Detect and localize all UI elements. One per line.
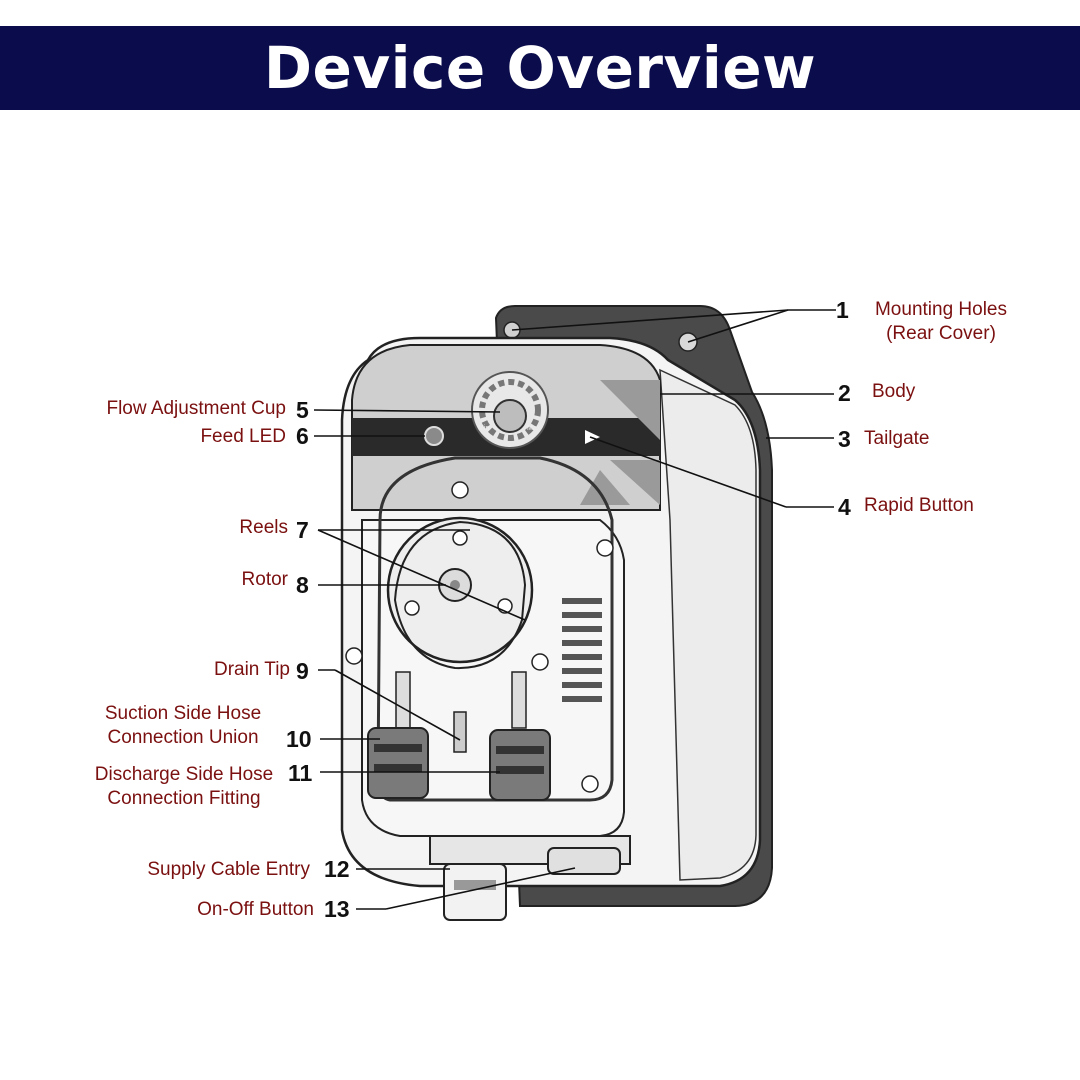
- rapid-button: [585, 430, 600, 444]
- feed-led: [424, 426, 444, 446]
- discharge-fitting: [489, 729, 551, 801]
- flow-adjustment-cup: [493, 399, 527, 433]
- label-suction-union-text: Suction Side Hose Connection Union: [104, 703, 262, 748]
- label-mounting-holes: Mounting Holes (Rear Cover): [858, 298, 1024, 346]
- callout-number-9: 9: [296, 658, 309, 684]
- label-reels: Reels: [239, 517, 288, 538]
- callout-number-11: 11: [288, 760, 313, 786]
- label-suction-union: Suction Side Hose Connection Union: [70, 702, 296, 750]
- leader-lines: [313, 309, 836, 910]
- label-tailgate: Tailgate: [864, 428, 930, 449]
- label-feed-led: Feed LED: [200, 426, 286, 447]
- dial-max-label: Max: [527, 425, 541, 432]
- label-on-off-button: On-Off Button: [197, 899, 314, 920]
- label-discharge-fitting: Discharge Side Hose Connection Fitting: [70, 763, 298, 811]
- vent-slots: [562, 598, 602, 702]
- callout-number-5: 5: [296, 397, 309, 423]
- callout-number-13: 13: [324, 896, 350, 922]
- reels: [393, 520, 527, 670]
- drain-tip: [453, 711, 467, 753]
- supply-cable-entry: [443, 863, 507, 921]
- callout-number-1: 1: [836, 297, 849, 323]
- label-discharge-fitting-text: Discharge Side Hose Connection Fitting: [94, 764, 274, 809]
- callout-number-3: 3: [838, 426, 851, 452]
- label-supply-cable-entry: Supply Cable Entry: [147, 859, 310, 880]
- title-banner: Device Overview: [0, 26, 1080, 110]
- callout-number-12: 12: [324, 856, 350, 882]
- callout-number-10: 10: [286, 726, 312, 752]
- callout-number-8: 8: [296, 572, 309, 598]
- page-title: Device Overview: [263, 34, 817, 102]
- callout-number-7: 7: [296, 517, 309, 543]
- label-drain-tip: Drain Tip: [213, 659, 290, 680]
- label-flow-adjustment-cup: Flow Adjustment Cup: [106, 398, 286, 419]
- dial-min-label: Min: [478, 425, 489, 432]
- label-rapid-button: Rapid Button: [864, 495, 974, 516]
- on-off-button: [547, 847, 621, 875]
- label-rotor: Rotor: [241, 569, 288, 590]
- label-body: Body: [872, 381, 916, 402]
- callout-number-4: 4: [838, 494, 851, 520]
- screws: [345, 481, 614, 793]
- callout-number-6: 6: [296, 423, 309, 449]
- label-mounting-holes-text: Mounting Holes (Rear Cover): [874, 299, 1008, 344]
- callout-number-2: 2: [838, 380, 851, 406]
